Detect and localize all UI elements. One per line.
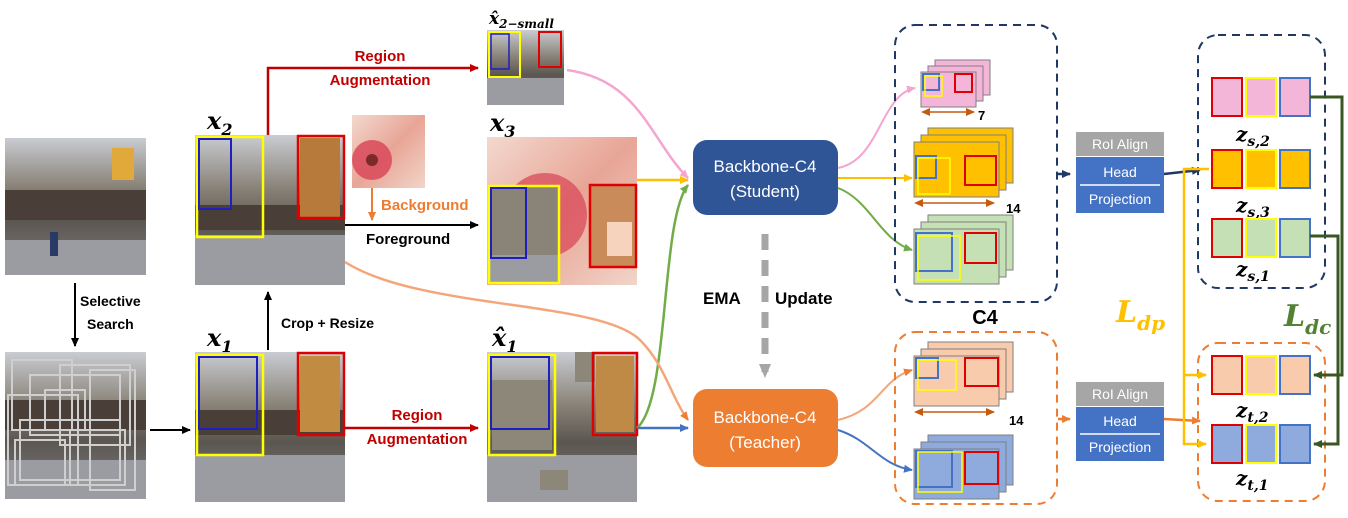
teacher-projection: Projection [1089,439,1151,455]
selective-search-label-2: Search [87,316,134,332]
region-aug-top-label-1: Region [355,48,406,65]
student-head-label: Head [1103,164,1136,180]
x1-hat-label: x̂1 [491,323,517,356]
teacher-roi-align: RoI Align [1092,386,1148,402]
student-label-1: Backbone-C4 [713,157,816,176]
teacher-c4-container [894,331,1058,505]
feature-stack-blue [913,434,1014,500]
teacher-head-to-z [1163,416,1201,425]
feature-stack-peach [913,341,1014,407]
student-head-to-z [1163,166,1201,176]
student-to-pink [837,85,916,169]
z-t2-vectors [1211,355,1311,395]
student-roi-align: RoI Align [1092,136,1148,152]
teacher-to-blue [837,429,913,473]
x3-label: x3 [489,108,515,141]
dim-14-student-label: 14 [1006,201,1021,216]
feature-stack-gold [913,127,1014,198]
z-s2-vectors [1211,77,1311,117]
ldp-label: Ldp [1115,295,1165,335]
teacher-label-2: (Teacher) [729,433,801,452]
z-s3-label: zs,3 [1235,193,1270,221]
feature-stack-green [913,214,1014,285]
region-aug-top-label-2: Augmentation [330,72,431,89]
teacher-label-1: Backbone-C4 [713,408,816,427]
ldc-label: Ldc [1283,299,1331,339]
teacher-z-container [1197,342,1326,502]
x2small-to-student [566,68,689,179]
background-label: Background [381,197,469,214]
image-x1-hat [487,351,639,502]
z-s3-vectors [1211,149,1311,189]
region-aug-bottom-label-1: Region [392,407,443,424]
x1hat-to-student [636,184,689,429]
image-x1 [195,351,346,502]
student-head-block[interactable]: RoI Align Head Projection [1076,132,1164,213]
student-c4-container [894,24,1058,303]
x2-to-teacher [344,260,690,421]
student-label-2: (Student) [730,182,800,201]
image-x3 [487,137,638,285]
ldp-connections [1182,167,1209,448]
z-t1-vectors [1211,424,1311,464]
region-aug-bottom-label-2: Augmentation [367,431,468,448]
z-t1-label: zt,1 [1235,466,1268,494]
dim-14-teacher-label: 14 [1009,413,1024,428]
region-aug-top-arrow [266,64,479,135]
image-x2 [195,134,346,285]
teacher-to-peach [837,368,913,421]
z-s2-label: zs,2 [1235,122,1270,150]
selective-search-label-1: Selective [80,293,141,309]
student-z-container [1197,34,1326,289]
selective-search-image [5,352,146,499]
x2-label: x2 [206,106,232,139]
backbone-student[interactable]: Backbone-C4 (Student) [693,140,838,215]
dim-7-label: 7 [978,108,985,123]
student-to-green [837,187,913,252]
feature-stack-pink [920,59,991,108]
update-label: Update [775,289,833,308]
ema-label: EMA [703,289,741,308]
student-projection: Projection [1089,191,1151,207]
image-x2-small [487,30,564,105]
z-s1-vectors [1211,218,1311,258]
c4-label: C4 [972,307,998,329]
teacher-head-label: Head [1103,413,1136,429]
crop-resize-label: Crop + Resize [281,315,374,331]
x1-label: x1 [206,323,232,356]
teacher-head-block[interactable]: RoI Align Head Projection [1076,382,1164,461]
z-t2-label: zt,2 [1235,398,1269,426]
source-image [5,138,146,275]
z-s1-label: zs,1 [1235,257,1270,285]
background-image [352,115,425,188]
backbone-teacher[interactable]: Backbone-C4 (Teacher) [693,389,838,467]
foreground-label: Foreground [366,231,450,248]
ldc-connections [1310,95,1344,448]
x2-small-label: x̂2−small [488,9,554,31]
